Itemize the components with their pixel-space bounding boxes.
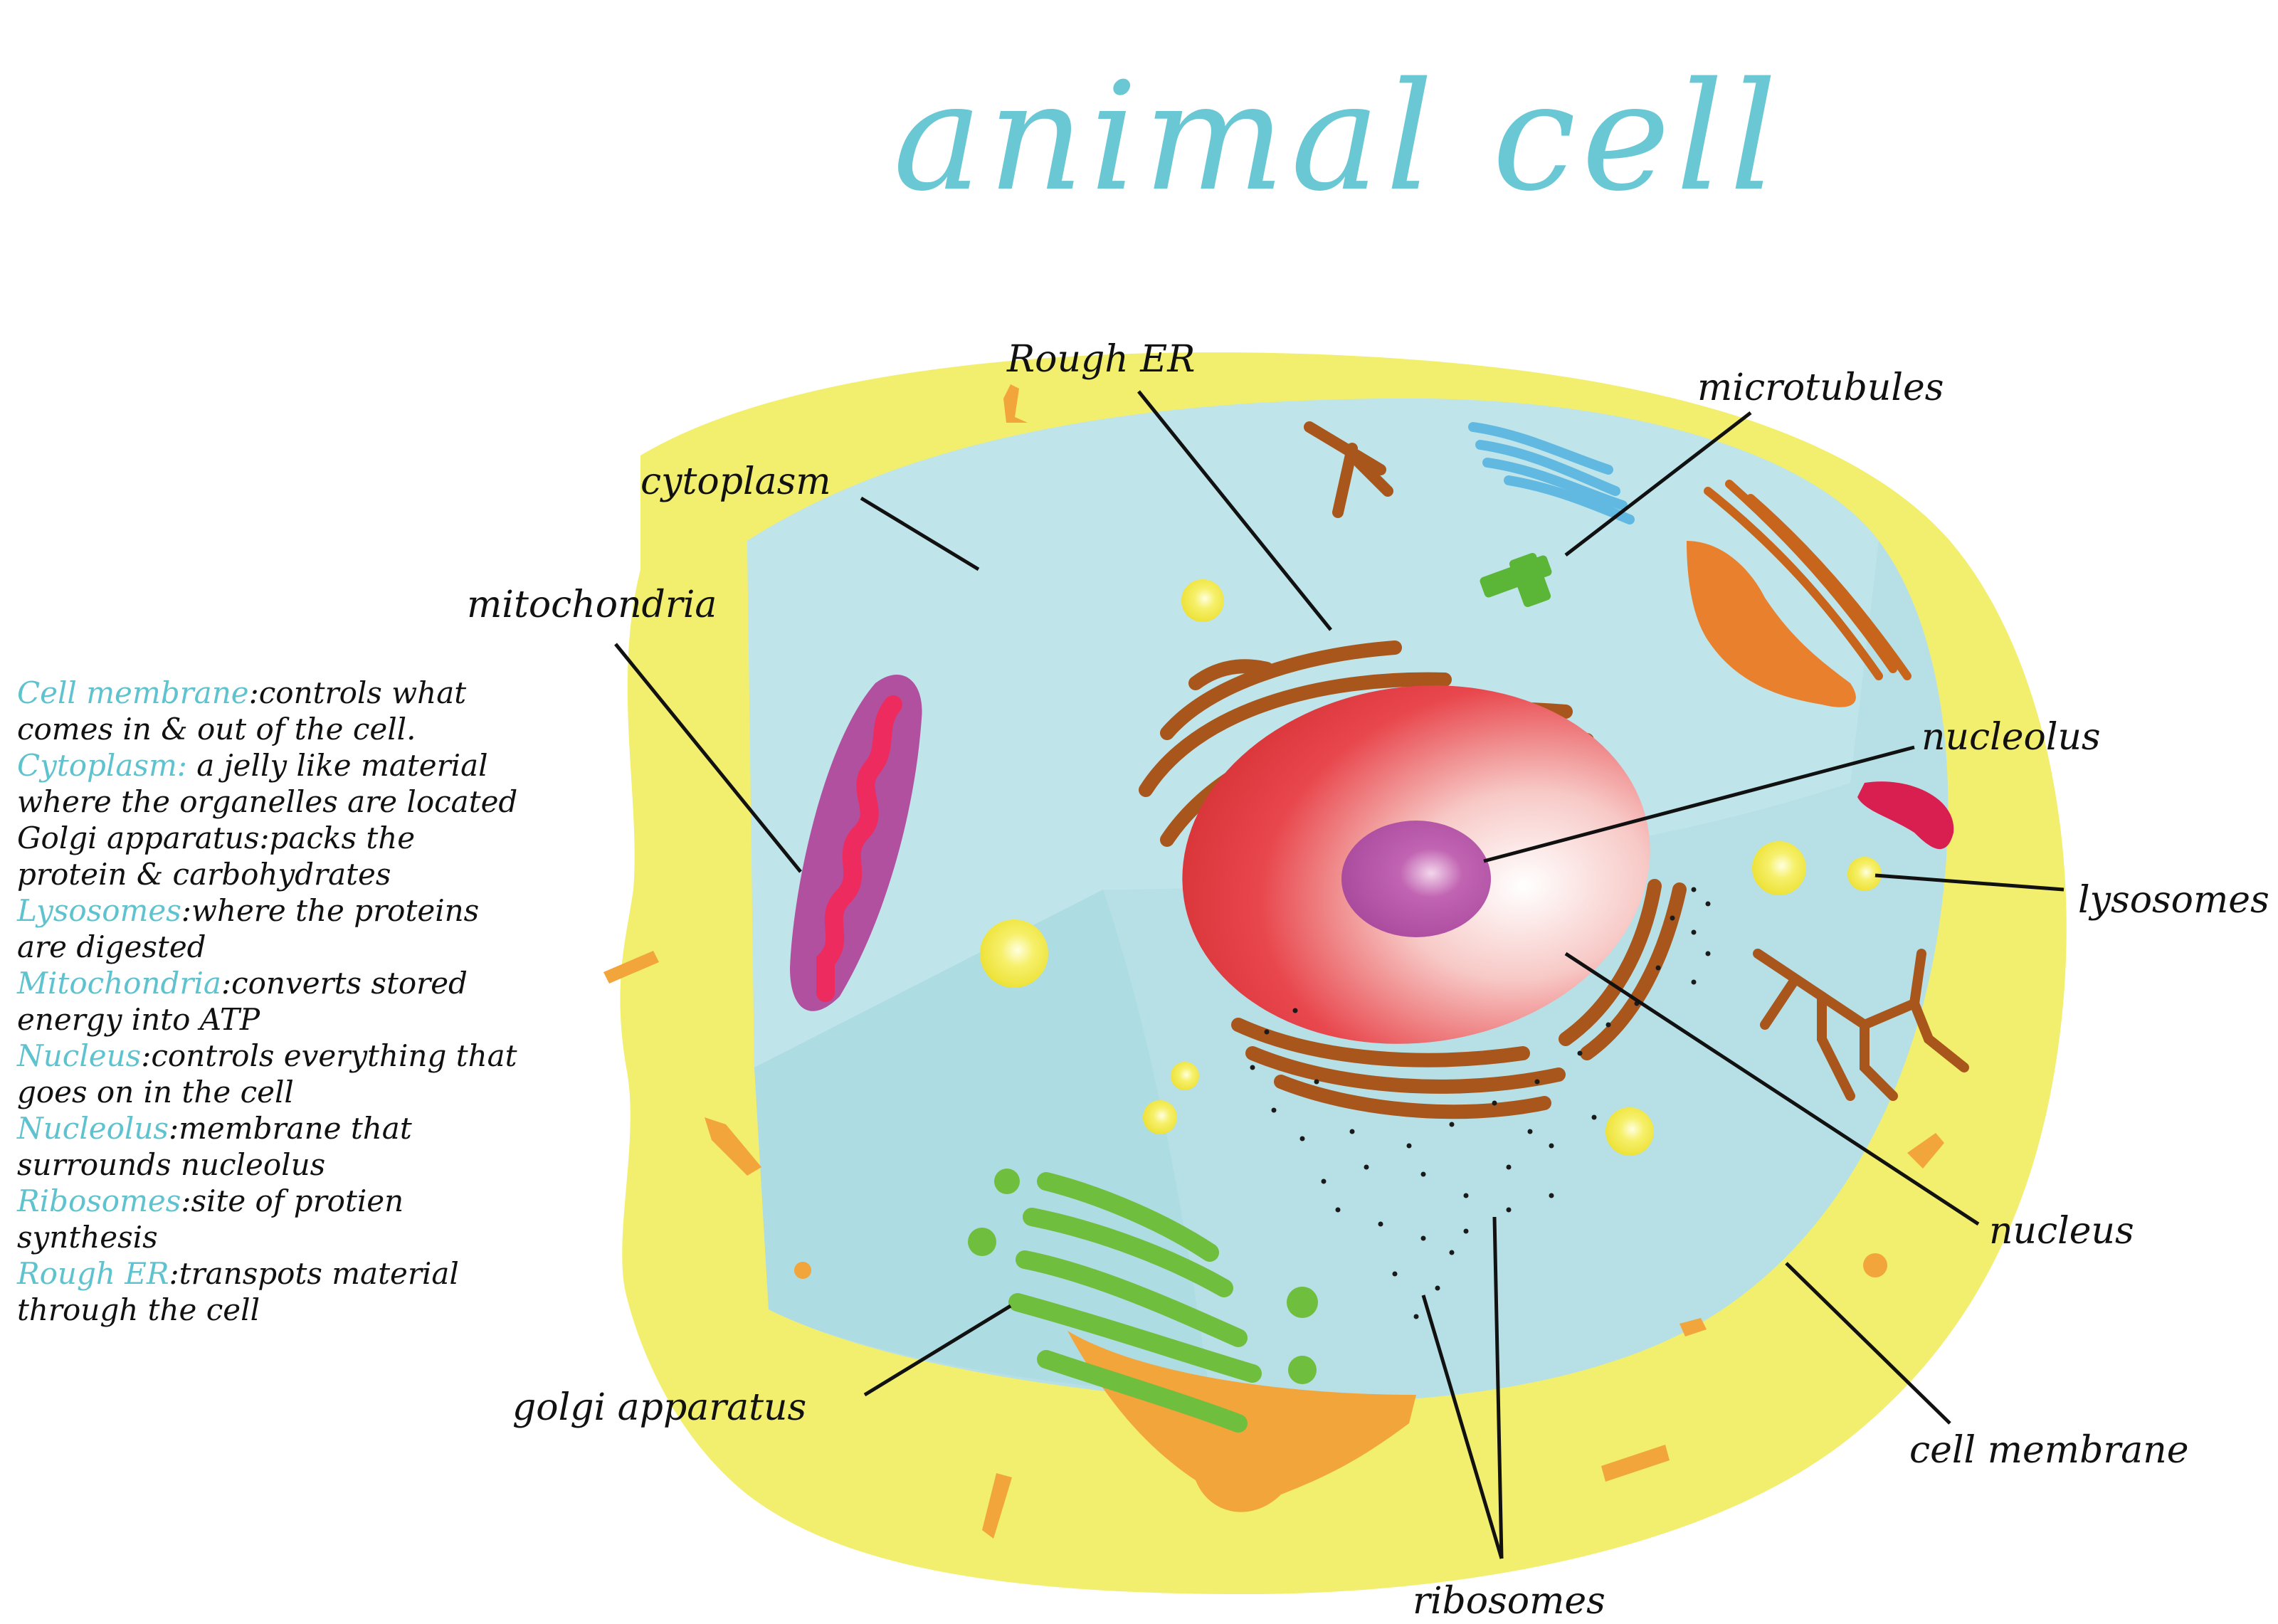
label-lysosomes: lysosomes: [2078, 879, 2269, 922]
leader-lines: [614, 390, 2065, 1559]
label-nucleolus: nucleolus: [1921, 716, 2101, 759]
legend-term: Nucleus: [17, 1038, 142, 1073]
lysosome-vesicles: [980, 579, 1882, 1156]
legend-entry: Cell membrane:controls what comes in & o…: [17, 675, 529, 747]
cytoplasm-left-face: [754, 890, 1210, 1395]
legend-description: Golgi apparatus:packs the protein & carb…: [17, 821, 416, 892]
legend-description: :transpots material through the cell: [17, 1256, 459, 1327]
smooth-er-organelle: [1687, 480, 1911, 707]
leader-cell-membrane: [1785, 1262, 1951, 1425]
microtubule-organelle: [1480, 552, 1552, 608]
legend-description: a jelly like material where the organell…: [17, 748, 518, 819]
label-nucleus: nucleus: [1989, 1210, 2134, 1253]
label-cytoplasm: cytoplasm: [640, 460, 831, 503]
legend-entry: Nucleus:controls everything that goes on…: [17, 1038, 529, 1110]
legend-description: :controls everything that goes on in the…: [17, 1038, 517, 1109]
nucleolus-organelle: [1341, 821, 1491, 937]
legend-term: Mitochondria: [17, 966, 221, 1001]
leader-nucleolus: [1483, 745, 1915, 863]
leader-ribosomes-b: [1492, 1216, 1504, 1559]
ribosome-dots: [1250, 887, 1711, 1319]
leader-microtubules: [1564, 411, 1752, 557]
leader-golgi: [863, 1304, 1012, 1397]
diagram-title: animal cell: [892, 50, 1783, 224]
organelle-legend: Cell membrane:controls what comes in & o…: [17, 675, 529, 1328]
label-cell-membrane: cell membrane: [1909, 1429, 2189, 1472]
label-microtubules: microtubules: [1697, 367, 1944, 409]
legend-description: :site of protien synthesis: [17, 1183, 404, 1255]
centriole-organelle: [1304, 421, 1393, 518]
label-rough-er: Rough ER: [1007, 338, 1196, 381]
golgi-organelle: [1008, 1172, 1262, 1433]
cytoskeleton-organelle: [1753, 949, 1969, 1101]
legend-entry: Ribosomes:site of protien synthesis: [17, 1183, 529, 1255]
blue-filaments: [1468, 422, 1635, 524]
golgi-vesicles: [968, 1169, 1318, 1384]
label-golgi-apparatus: golgi apparatus: [512, 1386, 807, 1429]
legend-entry: Golgi apparatus:packs the protein & carb…: [17, 820, 529, 892]
legend-description: :controls what comes in & out of the cel…: [17, 675, 467, 747]
label-ribosomes: ribosomes: [1413, 1580, 1605, 1623]
legend-entry: Cytoplasm: a jelly like material where t…: [17, 747, 529, 820]
legend-term: Lysosomes: [17, 893, 181, 928]
legend-term: Rough ER: [17, 1256, 169, 1291]
leader-mitochondria: [614, 643, 802, 873]
legend-description: :membrane that surrounds nucleolus: [17, 1111, 412, 1182]
legend-term: Cell membrane: [17, 675, 249, 710]
legend-description: :where the proteins are digested: [17, 893, 480, 964]
leader-lysosomes: [1874, 873, 2065, 892]
legend-term: Cytoplasm:: [17, 748, 187, 783]
leader-ribosomes-a: [1421, 1295, 1504, 1559]
label-mitochondria: mitochondria: [467, 584, 717, 626]
legend-description: :converts stored energy into ATP: [17, 966, 468, 1037]
legend-entry: Nucleolus:membrane that surrounds nucleo…: [17, 1110, 529, 1183]
mitochondria-organelle: [790, 675, 922, 1011]
legend-entry: Lysosomes:where the proteins are digeste…: [17, 892, 529, 965]
leader-rough-er: [1137, 390, 1332, 631]
leader-cytoplasm: [860, 496, 980, 571]
legend-entry: Mitochondria:converts stored energy into…: [17, 965, 529, 1038]
legend-term: Ribosomes: [17, 1183, 181, 1218]
legend-entry: Rough ER:transpots material through the …: [17, 1255, 529, 1328]
lysosome-red: [1857, 781, 1954, 850]
legend-term: Nucleolus: [17, 1111, 169, 1146]
leader-nucleus: [1564, 951, 1980, 1226]
